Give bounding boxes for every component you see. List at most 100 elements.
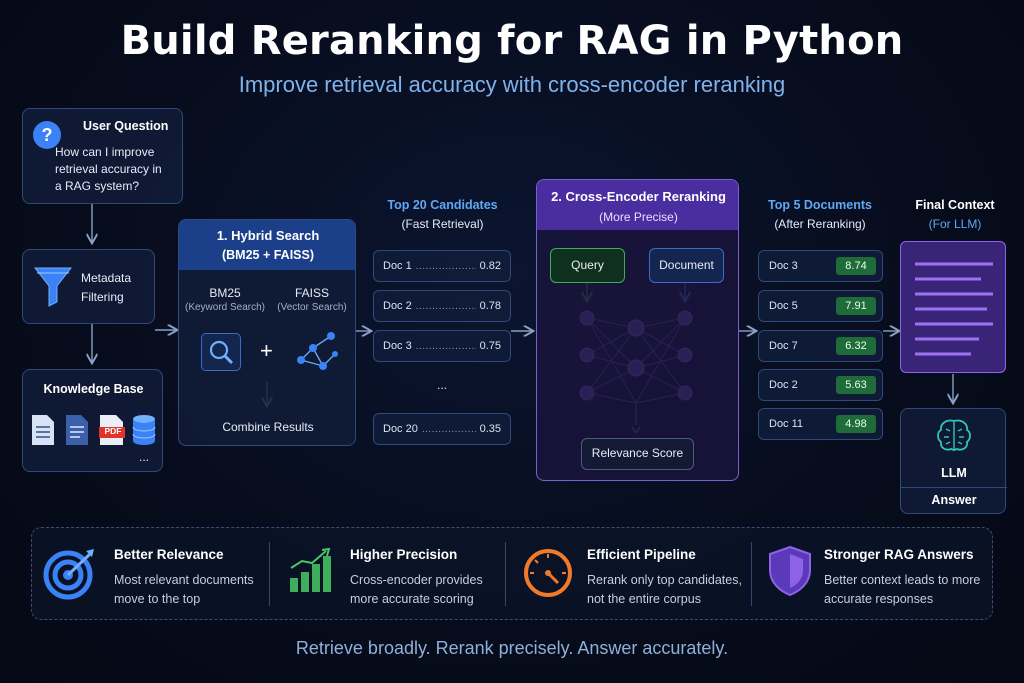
candidate-row-last: Doc 20 .................................… xyxy=(373,413,511,445)
document-chip: Document xyxy=(649,248,724,283)
final-context-heading: Final Context xyxy=(915,198,995,212)
keyword-search-icon xyxy=(201,333,241,371)
benefit-divider xyxy=(505,542,506,606)
benefit-1-desc: Most relevant documents move to the top xyxy=(114,571,254,609)
hybrid-search-subheading: (BM25 + FAISS) xyxy=(221,248,315,262)
benefits-panel: Better Relevance Most relevant documents… xyxy=(31,527,993,620)
user-question-line-2: retrieval accuracy in xyxy=(55,162,162,176)
top5-doc: Doc 3 xyxy=(769,260,798,272)
leader-dots: ...................................... xyxy=(415,300,476,312)
gauge-icon xyxy=(524,549,572,597)
candidate-doc: Doc 1 xyxy=(383,260,412,272)
benefit-divider xyxy=(751,542,752,606)
benefit-1-desc-line-1: Most relevant documents xyxy=(114,573,254,587)
knowledge-base-box: Knowledge Base PDF ... xyxy=(22,369,163,472)
pdf-icon xyxy=(99,415,125,445)
top5-doc: Doc 5 xyxy=(769,300,798,312)
benefit-4-desc-line-1: Better context leads to more xyxy=(824,573,981,587)
final-context-document xyxy=(900,241,1006,373)
answer-label: Answer xyxy=(931,493,977,507)
database-icon xyxy=(132,415,156,445)
candidate-row-2: Doc 2 ..................................… xyxy=(373,290,511,322)
relevance-score-chip: Relevance Score xyxy=(581,438,694,470)
top5-score: 4.98 xyxy=(836,415,876,433)
shield-icon xyxy=(769,545,811,597)
top5-doc: Doc 7 xyxy=(769,340,798,352)
top5-score: 8.74 xyxy=(836,257,876,275)
candidate-score: 0.35 xyxy=(479,423,501,435)
candidate-doc: Doc 20 xyxy=(383,423,418,435)
faiss-sub-label: (Vector Search) xyxy=(277,302,347,313)
llm-label: LLM xyxy=(941,466,967,480)
benefit-2-desc-line-2: more accurate scoring xyxy=(350,592,474,606)
benefit-3-desc-line-1: Rerank only top candidates, xyxy=(587,573,742,587)
benefit-1-title: Better Relevance xyxy=(114,547,224,562)
benefit-2-desc: Cross-encoder provides more accurate sco… xyxy=(350,571,483,609)
bm25-sub-label: (Keyword Search) xyxy=(184,302,266,313)
top5-doc: Doc 11 xyxy=(769,418,804,430)
user-question-line-3: a RAG system? xyxy=(55,179,140,193)
user-question-heading: User Question xyxy=(83,119,169,133)
cross-encoder-header: 2. Cross-Encoder Reranking (More Precise… xyxy=(537,180,738,230)
llm-box: LLM Answer xyxy=(900,408,1007,514)
final-context-subheading: (For LLM) xyxy=(928,217,982,231)
candidate-doc: Doc 3 xyxy=(383,340,412,352)
benefit-1-desc-line-2: move to the top xyxy=(114,592,201,606)
text-file-icon xyxy=(66,415,88,445)
cross-encoder-subheading: (More Precise) xyxy=(599,210,678,224)
tagline: Retrieve broadly. Rerank precisely. Answ… xyxy=(295,638,729,658)
candidate-row-3: Doc 3 ..................................… xyxy=(373,330,511,362)
context-lines-icon xyxy=(915,262,993,356)
cross-encoder-heading: 2. Cross-Encoder Reranking xyxy=(551,189,726,204)
candidate-row-1: Doc 1 ..................................… xyxy=(373,250,511,282)
cross-encoder-box: 2. Cross-Encoder Reranking (More Precise… xyxy=(536,179,739,481)
top5-score: 6.32 xyxy=(836,337,876,355)
top5-doc: Doc 2 xyxy=(769,379,798,391)
candidate-doc: Doc 2 xyxy=(383,300,412,312)
benefit-divider xyxy=(269,542,270,606)
target-icon xyxy=(43,549,94,600)
benefit-3-title: Efficient Pipeline xyxy=(587,547,696,562)
document-icon xyxy=(32,415,54,445)
leader-dots: ...................................... xyxy=(415,260,476,272)
knowledge-base-more: ... xyxy=(139,450,150,464)
benefit-3-desc: Rerank only top candidates, not the enti… xyxy=(587,571,742,609)
user-question-line-1: How can I improve xyxy=(55,145,155,159)
top5-row-2: Doc 5 7.91 xyxy=(758,290,883,322)
brain-icon xyxy=(937,419,971,451)
knowledge-base-heading: Knowledge Base xyxy=(43,382,144,396)
llm-divider xyxy=(901,487,1007,488)
top5-row-5: Doc 11 4.98 xyxy=(758,408,883,440)
candidate-score: 0.82 xyxy=(479,260,501,272)
candidate-score: 0.78 xyxy=(479,300,501,312)
benefit-2-desc-line-1: Cross-encoder provides xyxy=(350,573,483,587)
plus-sign: + xyxy=(260,338,273,363)
benefit-2-title: Higher Precision xyxy=(350,547,458,562)
leader-dots: ...................................... xyxy=(415,340,476,352)
top5-heading: Top 5 Documents xyxy=(768,198,872,212)
page-subtitle: Improve retrieval accuracy with cross-en… xyxy=(238,72,786,97)
top5-row-3: Doc 7 6.32 xyxy=(758,330,883,362)
benefit-3-desc-line-2: not the entire corpus xyxy=(587,592,701,606)
benefit-4-desc-line-2: accurate responses xyxy=(824,592,934,606)
benefit-4-title: Stronger RAG Answers xyxy=(824,547,974,562)
question-icon: ? xyxy=(33,121,61,149)
bar-chart-icon xyxy=(290,548,331,592)
candidates-ellipsis: ... xyxy=(436,378,447,392)
pdf-label: PDF xyxy=(104,426,122,436)
bm25-label: BM25 xyxy=(209,286,241,300)
top5-subheading: (After Reranking) xyxy=(774,217,866,231)
top5-row-1: Doc 3 8.74 xyxy=(758,250,883,282)
hybrid-search-header: 1. Hybrid Search (BM25 + FAISS) xyxy=(179,220,355,270)
candidates-heading: Top 20 Candidates xyxy=(387,198,498,212)
vector-graph-icon xyxy=(297,332,338,370)
benefit-4-desc: Better context leads to more accurate re… xyxy=(824,571,980,609)
leader-dots: ...................................... xyxy=(421,423,476,435)
user-question-box: ? User Question How can I improve retrie… xyxy=(22,108,183,204)
combine-results-label: Combine Results xyxy=(222,420,314,434)
top5-row-4: Doc 2 5.63 xyxy=(758,369,883,401)
page-title: Build Reranking for RAG in Python xyxy=(120,18,904,64)
hybrid-search-heading: 1. Hybrid Search xyxy=(216,228,320,243)
query-chip: Query xyxy=(550,248,625,283)
metadata-line-1: Metadata xyxy=(81,271,132,285)
